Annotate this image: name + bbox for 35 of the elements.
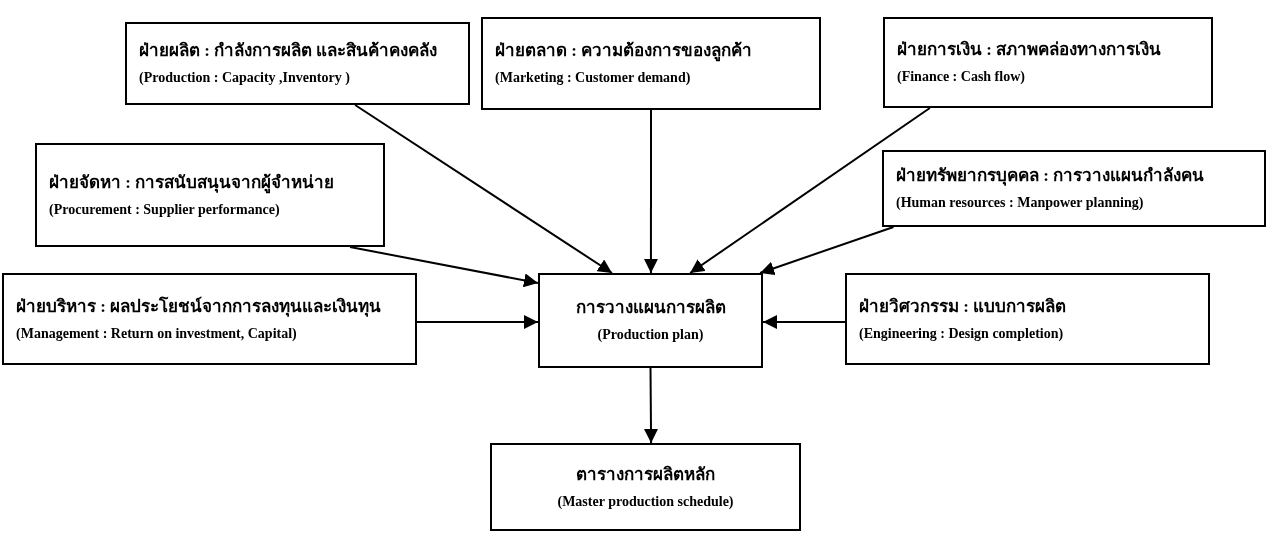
box-title: ฝ่ายจัดหา : การสนับสนุนจากผู้จำหน่าย: [49, 171, 335, 193]
box-subtitle: (Procurement : Supplier performance): [49, 200, 280, 219]
process-box: [481, 17, 821, 110]
process-box: [845, 273, 1210, 365]
arrow: [762, 315, 846, 329]
arrow: [354, 104, 614, 274]
box-title: ฝ่ายตลาด : ความต้องการของลูกค้า: [495, 40, 753, 62]
box-title: การวางแผนการผลิต: [575, 297, 726, 319]
arrow: [644, 367, 658, 444]
box-title: ฝ่ายบริหาร : ผลประโยชน์จากการลงทุนและเงินทุน: [16, 295, 382, 317]
box-title: ฝ่ายการเงิน : สภาพคล่องทางการเงิน: [897, 39, 1162, 61]
box-subtitle: (Engineering : Design completion): [859, 324, 1064, 343]
process-box: [882, 150, 1266, 227]
arrow: [643, 109, 658, 274]
box-subtitle: (Marketing : Customer demand): [495, 69, 691, 87]
box-title: ตารางการผลิตหลัก: [576, 463, 715, 485]
process-box: [35, 143, 385, 247]
process-box: [125, 22, 470, 105]
arrow: [689, 107, 931, 274]
box-title: ฝ่ายวิศวกรรม : แบบการผลิต: [859, 295, 1067, 317]
process-box: [538, 273, 763, 368]
process-box: [2, 273, 417, 365]
box-title: ฝ่ายผลิต : กำลังการผลิต และสินค้าคงคลัง: [139, 40, 438, 62]
box-subtitle: (Production : Capacity ,Inventory ): [139, 69, 350, 87]
box-subtitle: (Management : Return on investment, Capital): [16, 324, 297, 343]
box-subtitle: (Finance : Cash flow): [897, 68, 1025, 86]
box-subtitle: (Production plan): [597, 326, 704, 344]
process-box: [883, 17, 1213, 108]
box-subtitle: (Human resources : Manpower planning): [896, 194, 1144, 212]
box-subtitle: (Master production schedule): [557, 492, 734, 511]
arrow: [759, 226, 895, 276]
arrow: [416, 315, 539, 329]
arrow: [349, 246, 539, 288]
process-box: [490, 443, 801, 531]
box-title: ฝ่ายทรัพยากรบุคคล : การวางแผนกำลังคน: [896, 165, 1205, 187]
